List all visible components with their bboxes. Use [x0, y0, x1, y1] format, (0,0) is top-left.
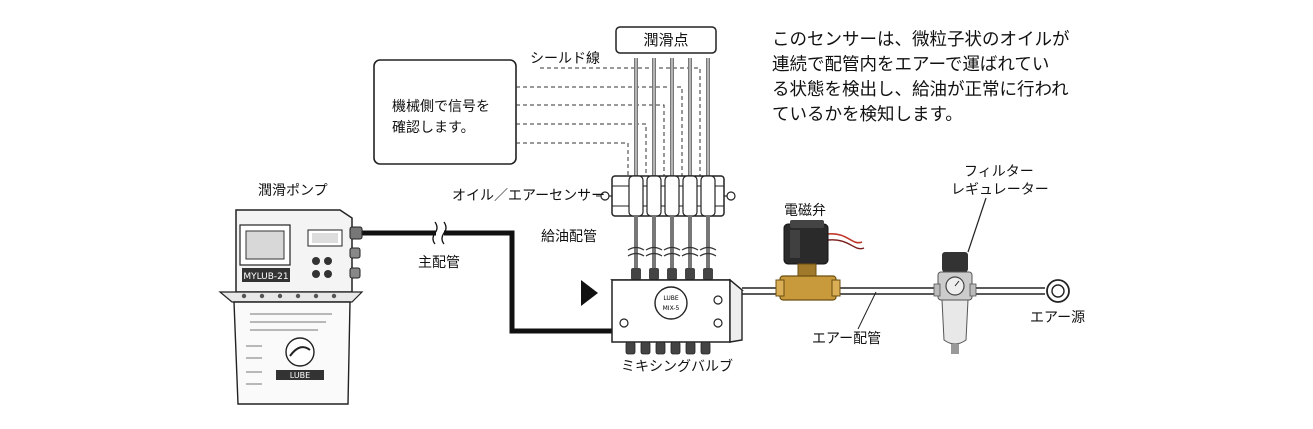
description-line: 連続で配管内をエアーで運ばれてい [772, 55, 1050, 75]
pump-model-text: MYLUB-21 [243, 272, 288, 282]
main-pipe-label: 主配管 [418, 255, 460, 271]
valve-brand-text: LUBE [663, 295, 679, 302]
mixing-valve-label: ミキシングバルブ [621, 359, 733, 375]
description-line: このセンサーは、微粒子状のオイルが [772, 30, 1070, 50]
solenoid-valve-label: 電磁弁 [784, 203, 826, 219]
air-source [1046, 279, 1070, 303]
oil-lines-to-points [634, 58, 710, 176]
sensor-description: このセンサーは、微粒子状のオイルが 連続で配管内をエアーで運ばれてい る状態を検… [772, 28, 1102, 128]
lube-pump: MYLUB-21 [218, 209, 364, 405]
lubrication-point-label: 潤滑点 [643, 31, 689, 49]
oil-supply-pipes [627, 216, 717, 280]
signal-box-text: 機械側で信号を 確認します。 [392, 97, 490, 139]
signal-box-line: 確認します。 [392, 120, 475, 136]
filter-regulator [933, 197, 987, 354]
solenoid-valve [775, 220, 865, 301]
air-source-label: エアー源 [1030, 310, 1086, 326]
valve-model-text: MIX-5 [663, 305, 680, 312]
filter-regulator-label-line1: フィルター [964, 164, 1034, 180]
description-line: る状態を検出し、給油が正常に行われ [772, 80, 1069, 100]
signal-box-line: 機械側で信号を [392, 99, 490, 115]
oil-air-sensor-label: オイル／エアーセンサー [452, 188, 606, 204]
main-pipe [360, 230, 614, 334]
signal-box [373, 59, 517, 165]
oil-supply-pipe-label: 給油配管 [541, 229, 597, 245]
shield-wire-label: シールド線 [530, 51, 600, 67]
air-pipe-label: エアー配管 [812, 331, 882, 347]
mixing-valve: LUBE MIX-5 [610, 278, 744, 355]
oil-air-sensor-block [600, 175, 736, 217]
filter-regulator-label-line2: レギュレーター [951, 182, 1049, 198]
lubrication-point-tag [615, 26, 717, 54]
description-line: ているかを検知します。 [772, 105, 963, 125]
lube-pump-label: 潤滑ポンプ [258, 183, 328, 199]
pump-brand-text: LUBE [290, 371, 310, 380]
shield-wires [516, 67, 701, 176]
main-pipe-break [432, 221, 447, 245]
flow-arrow [581, 280, 598, 306]
